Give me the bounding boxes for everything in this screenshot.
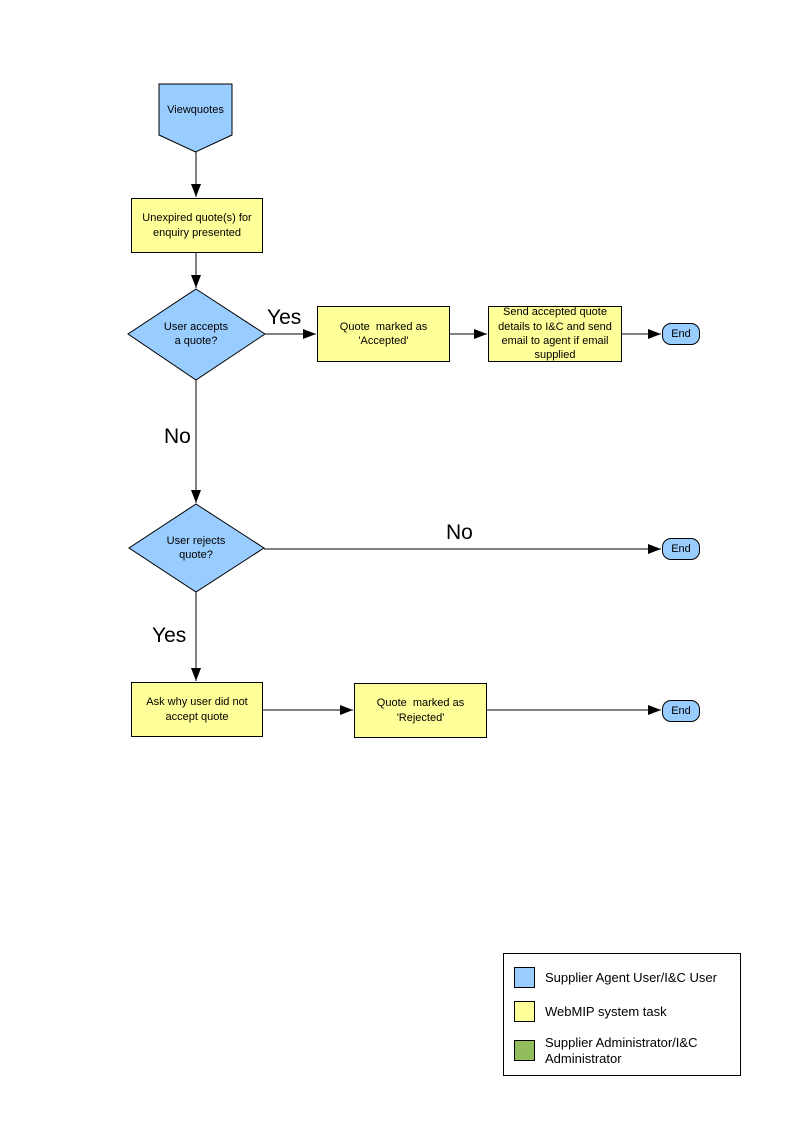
- legend-label-supplier-agent-user: Supplier Agent User/I&C User: [545, 969, 717, 985]
- legend-box: Supplier Agent User/I&C User WebMIP syst…: [503, 953, 741, 1076]
- legend-label-supplier-administrator: Supplier Administrator/I&C Administrator: [545, 1035, 698, 1066]
- edge-label-no-rejects: No: [446, 521, 473, 544]
- legend-item-supplier-agent-user: Supplier Agent User/I&C User: [514, 967, 730, 988]
- end-terminator-3: End: [662, 700, 700, 722]
- process-marked-accepted: Quote marked as 'Accepted': [317, 306, 450, 362]
- end-terminator-1: End: [662, 323, 700, 345]
- process-send-details: Send accepted quote details to I&C and s…: [488, 306, 622, 362]
- legend-item-webmip-system-task: WebMIP system task: [514, 1001, 730, 1022]
- edge-label-yes-rejects: Yes: [152, 624, 187, 647]
- legend-label-webmip-system-task: WebMIP system task: [545, 1003, 667, 1019]
- process-ask-why: Ask why user did not accept quote: [131, 682, 263, 737]
- legend-swatch-green: [514, 1040, 535, 1062]
- decision-accepts-label: User accepts a quote?: [163, 320, 229, 347]
- process-marked-rejected: Quote marked as 'Rejected': [354, 683, 487, 738]
- start-pentagon-shape: [158, 83, 233, 153]
- legend-swatch-blue: [514, 967, 535, 988]
- start-pentagon-label: Viewquotes: [167, 103, 224, 116]
- legend-swatch-yellow: [514, 1001, 535, 1022]
- edge-label-yes-accepts: Yes: [267, 306, 302, 329]
- process-unexpired-quotes: Unexpired quote(s) for enquiry presented: [131, 198, 263, 253]
- legend-item-supplier-administrator: Supplier Administrator/I&C Administrator: [514, 1035, 730, 1066]
- edge-label-no-accepts: No: [164, 425, 191, 448]
- decision-rejects-label: User rejects quote?: [166, 534, 226, 561]
- end-terminator-2: End: [662, 538, 700, 560]
